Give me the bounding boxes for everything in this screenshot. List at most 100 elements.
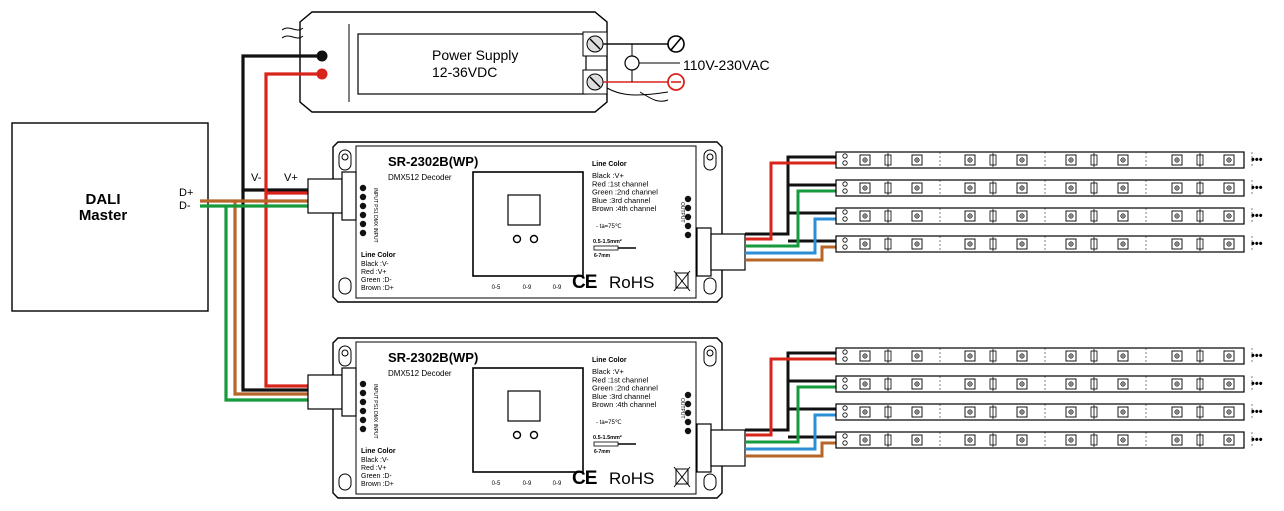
decoder-face (355, 145, 697, 299)
led-chip-icon (1174, 241, 1180, 247)
decoder-subtitle: DMX512 Decoder (388, 369, 452, 378)
input-connector (307, 178, 343, 214)
led-chip-icon (1120, 213, 1126, 219)
output-connector (710, 429, 746, 467)
output-line-color-title: Line Color (592, 161, 627, 168)
knob-label: 0-9 (553, 285, 562, 291)
ce-mark-icon: CE (572, 272, 597, 293)
input-line-color-title: Line Color (361, 252, 396, 259)
led-strip: ••• (835, 403, 1263, 421)
wire-channel-2 (745, 189, 836, 248)
led-chip-icon (1226, 381, 1232, 387)
output-line-color-item: Green :2nd channel (592, 188, 658, 197)
led-strip: ••• (835, 207, 1263, 225)
strip-pad-icon (842, 216, 848, 222)
led-strip: ••• (835, 347, 1263, 365)
weee-bin-icon (673, 466, 691, 488)
strip-pad-icon (842, 440, 848, 446)
led-strip-body (835, 235, 1245, 253)
led-chip-icon (914, 409, 920, 415)
wire-spec: 0.5-1.5mm² (593, 434, 622, 441)
input-connector (307, 374, 343, 410)
mount-hole-icon (341, 349, 349, 357)
led-chip-icon (967, 157, 973, 163)
knob-label: 0-5 (492, 285, 501, 291)
led-chip-icon (862, 353, 868, 359)
led-output-group-1: ••• ••• ••• ••• (745, 151, 1263, 262)
led-chip-icon (967, 409, 973, 415)
knob-label: 0-9 (553, 481, 562, 487)
left-terminals-label: INPUT PS1 DMX INPUT (372, 384, 378, 439)
wire-channel-1 (745, 161, 836, 241)
output-terminal-dot (684, 204, 692, 212)
v-minus-label: V- (251, 172, 262, 184)
led-chip-icon (1226, 409, 1232, 415)
strip-continuation: ••• (1251, 406, 1263, 418)
strip-continuation: ••• (1251, 210, 1263, 222)
led-chip-icon (1174, 437, 1180, 443)
led-chip-icon (1120, 353, 1126, 359)
led-chip-icon (1226, 437, 1232, 443)
led-chip-icon (1019, 381, 1025, 387)
strip-pad-icon (842, 188, 848, 194)
button-icon (529, 234, 539, 244)
led-chip-icon (1174, 213, 1180, 219)
knob-label: 0-9 (523, 481, 532, 487)
rohs-mark: RoHS (609, 273, 654, 292)
output-connector-body (696, 423, 712, 473)
output-terminal-dot (684, 231, 692, 239)
decoder-face (355, 341, 697, 495)
led-chip-icon (1019, 241, 1025, 247)
led-chip-icon (914, 157, 920, 163)
button-icon (512, 234, 522, 244)
output-line-color-title: Line Color (592, 357, 627, 364)
mount-hole-icon (703, 473, 717, 491)
input-line-color-item: Brown :D+ (361, 285, 394, 292)
led-chip-icon (1019, 185, 1025, 191)
led-chip-icon (1226, 157, 1232, 163)
strip-pad-icon (842, 153, 848, 159)
led-chip-icon (1019, 157, 1025, 163)
strip-continuation: ••• (1251, 350, 1263, 362)
strip-continuation: ••• (1251, 238, 1263, 250)
strip-pad-icon (842, 209, 848, 215)
output-connector (710, 233, 746, 271)
strip-continuation: ••• (1251, 434, 1263, 446)
led-chip-icon (1019, 409, 1025, 415)
input-terminal-dot (359, 380, 367, 388)
left-terminals-label: INPUT PS1 DMX INPUT (372, 188, 378, 243)
input-terminal-dot (359, 398, 367, 406)
led-chip-icon (1120, 409, 1126, 415)
led-chip-icon (914, 213, 920, 219)
output-line-color-item: Red :1st channel (592, 179, 649, 188)
led-strip: ••• (835, 151, 1263, 169)
led-strip: ••• (835, 375, 1263, 393)
output-wiring (745, 155, 836, 262)
ce-mark-icon: CE (572, 468, 597, 489)
led-chip-icon (1174, 157, 1180, 163)
strip-length: 6-7mm (594, 253, 611, 259)
output-line-color-item: Blue :3rd channel (592, 196, 651, 205)
mount-hole-icon (341, 153, 349, 161)
input-line-color-item: Green :D- (361, 277, 392, 284)
strip-pad-icon (842, 160, 848, 166)
led-strip-body (835, 403, 1245, 421)
mount-hole-icon (706, 349, 714, 357)
output-terminal-dot (684, 418, 692, 426)
button-icon (512, 430, 522, 440)
led-strip: ••• (835, 179, 1263, 197)
led-chip-icon (967, 437, 973, 443)
led-chip-icon (967, 353, 973, 359)
wire-channel-1 (745, 357, 836, 437)
output-line-color-item: Brown :4th channel (592, 204, 657, 213)
decoder-model: SR-2302B(WP) (388, 350, 478, 365)
led-strip-body (835, 375, 1245, 393)
wire-channel-4 (745, 245, 836, 262)
led-strip-body (835, 207, 1245, 225)
strip-pad-icon (842, 384, 848, 390)
output-terminal-dot (684, 195, 692, 203)
input-line-color-item: Red :V+ (361, 465, 387, 472)
led-chip-icon (967, 241, 973, 247)
led-chip-icon (862, 409, 868, 415)
